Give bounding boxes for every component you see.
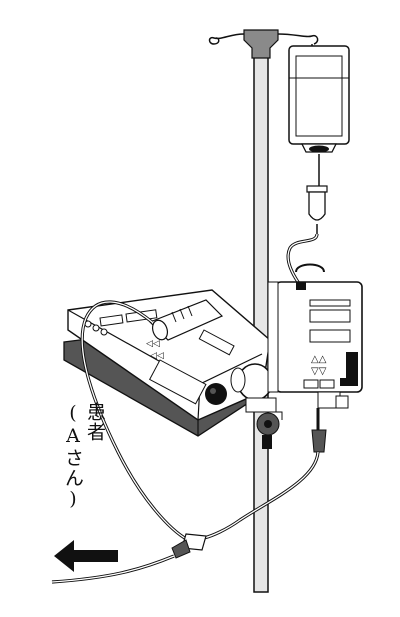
drip-chamber-icon xyxy=(306,154,328,234)
infusion-pump-icon: △△ ▽▽ xyxy=(267,263,363,409)
svg-text:◁◁: ◁◁ xyxy=(150,351,164,361)
syringe-icon xyxy=(148,299,235,356)
svg-text:◁◁: ◁◁ xyxy=(146,339,160,349)
pole-clamp-icon xyxy=(245,397,283,449)
iv-bag-icon xyxy=(288,44,350,153)
tube-pump-to-y xyxy=(203,408,327,540)
y-connector-icon xyxy=(171,533,207,559)
patient-label: 患者(Aさん) xyxy=(62,402,106,511)
svg-text:▽▽: ▽▽ xyxy=(311,366,327,377)
patient-label-line2: (Aさん) xyxy=(62,402,84,511)
patient-label-line1: 患者 xyxy=(84,402,106,442)
tube-syringe-to-y xyxy=(80,300,189,542)
svg-text:△△: △△ xyxy=(311,354,327,365)
syringe-pump-icon: ◁◁ ◁◁ xyxy=(63,289,273,437)
left-arrow-icon xyxy=(54,540,118,572)
